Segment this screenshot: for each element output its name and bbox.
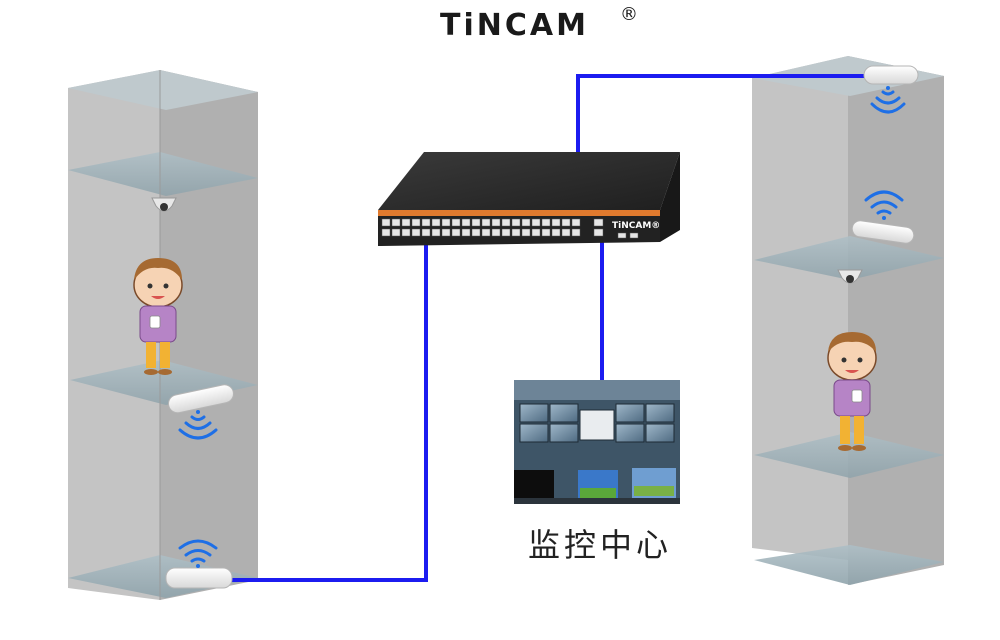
wifi-icon-right-top bbox=[870, 86, 906, 114]
monitor-center-label: 监控中心 bbox=[528, 526, 673, 564]
right-shelf-3 bbox=[754, 545, 944, 585]
right-shaft-back-wall bbox=[752, 56, 848, 560]
right-shaft bbox=[752, 56, 944, 585]
wifi-icon-left-bottom bbox=[178, 539, 218, 568]
cable-left-ap-to-switch bbox=[232, 236, 428, 582]
child-figure-right bbox=[827, 332, 877, 451]
monitor-desk-screen-1 bbox=[514, 470, 554, 502]
left-shaft-back-wall bbox=[68, 70, 160, 600]
left-shaft-side-wall bbox=[160, 70, 258, 600]
right-shelf-2 bbox=[754, 432, 944, 478]
switch-orange-stripe bbox=[378, 210, 660, 216]
child-figure-left bbox=[133, 258, 183, 375]
access-point-right-middle bbox=[851, 220, 915, 244]
dome-camera-right bbox=[837, 269, 863, 284]
monitor-center-photo bbox=[514, 380, 680, 504]
switch-ports bbox=[381, 218, 639, 239]
switch-top bbox=[378, 152, 680, 210]
right-shelf-1 bbox=[754, 236, 944, 280]
registered-mark: ® bbox=[620, 4, 638, 25]
video-wall bbox=[519, 403, 675, 443]
brand-logo: TiNCAM bbox=[440, 8, 589, 43]
wifi-icon-left-middle bbox=[178, 410, 218, 440]
switch-brand-label: TiNCAM® bbox=[612, 221, 660, 231]
access-point-left-middle bbox=[168, 384, 234, 414]
wifi-icon-right-middle bbox=[864, 190, 904, 220]
dome-camera-left bbox=[151, 197, 177, 212]
poe-switch: TiNCAM® bbox=[378, 152, 680, 246]
left-shelf-1 bbox=[68, 152, 258, 196]
access-point-left-bottom bbox=[165, 567, 233, 589]
switch-side bbox=[660, 152, 680, 242]
left-shaft-top bbox=[68, 70, 258, 110]
right-shaft-side-wall bbox=[848, 56, 944, 585]
access-point-right-top bbox=[863, 65, 919, 85]
